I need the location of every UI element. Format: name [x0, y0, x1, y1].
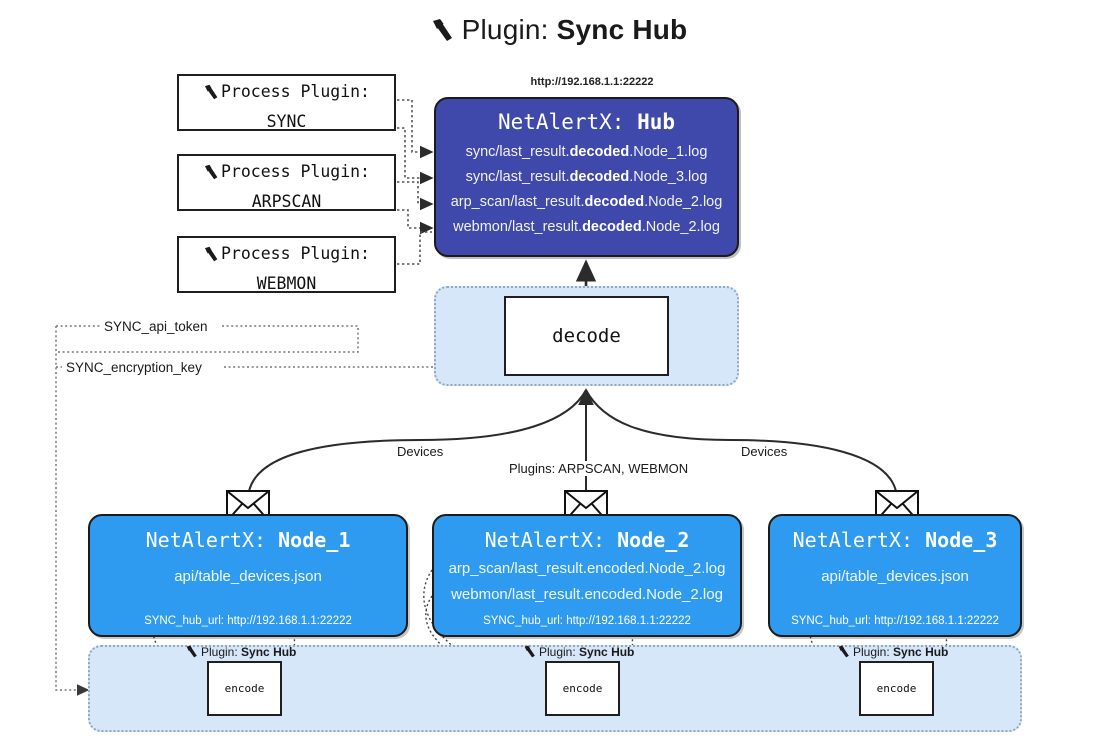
node-line: arp_scan/last_result.encoded.Node_2.log: [448, 560, 726, 577]
node-hub-url-label: SYNC_hub_url: http://192.168.1.1:22222: [791, 615, 999, 627]
hub-log-line: arp_scan/last_result.decoded.Node_2.log: [450, 194, 723, 210]
encoder-caption: Plugin: Sync Hub: [185, 645, 296, 661]
encode-box-node-2[interactable]: encode: [545, 661, 620, 716]
process-plugin-name: ARPSCAN: [251, 192, 322, 211]
hub-log-list: sync/last_result.decoded.Node_1.log sync…: [436, 140, 737, 240]
node-box-node-2[interactable]: NetAlertX: Node_2 arp_scan/last_result.e…: [432, 514, 742, 637]
sync-api-token-label: SYNC_api_token: [100, 319, 212, 334]
plug-icon: [203, 161, 220, 188]
plug-icon: [430, 17, 456, 49]
encoder-caption: Plugin: Sync Hub: [523, 645, 634, 661]
hub-log-line: webmon/last_result.decoded.Node_2.log: [453, 219, 720, 235]
title-name: Sync Hub: [556, 14, 688, 45]
page-title: Plugin: Sync Hub: [0, 14, 1117, 49]
edge-label-plugins: Plugins: ARPSCAN, WEBMON: [505, 461, 693, 476]
node-hub-url-label: SYNC_hub_url: http://192.168.1.1:22222: [483, 615, 691, 627]
node-line-list: arp_scan/last_result.encoded.Node_2.log …: [434, 556, 740, 608]
hub-title: NetAlertX: Hub: [436, 110, 737, 134]
node-hub-url-label: SYNC_hub_url: http://192.168.1.1:22222: [144, 615, 352, 627]
title-prefix: Plugin:: [461, 14, 549, 45]
decode-box[interactable]: decode: [504, 296, 669, 376]
hub-node[interactable]: NetAlertX: Hub sync/last_result.decoded.…: [434, 97, 739, 257]
process-plugin-label: Process Plugin:: [220, 162, 370, 181]
hub-log-line: sync/last_result.decoded.Node_1.log: [465, 144, 708, 160]
node-line: api/table_devices.json: [821, 568, 969, 585]
process-plugin-box-arpscan[interactable]: Process Plugin: ARPSCAN: [177, 154, 396, 211]
hub-url-label: http://192.168.1.1:22222: [530, 76, 654, 88]
node-box-node-3[interactable]: NetAlertX: Node_3 api/table_devices.json…: [768, 514, 1022, 637]
process-plugin-name: WEBMON: [256, 274, 317, 293]
node-line: webmon/last_result.encoded.Node_2.log: [451, 586, 723, 603]
node-box-node-1[interactable]: NetAlertX: Node_1 api/table_devices.json…: [88, 514, 408, 637]
node-line-list: api/table_devices.json: [770, 564, 1020, 590]
edge-label-devices-right: Devices: [737, 444, 792, 459]
plug-icon: [203, 81, 220, 108]
process-plugin-name: SYNC: [266, 112, 307, 131]
hub-title-name: Hub: [637, 110, 676, 134]
encode-box-node-1[interactable]: encode: [207, 661, 282, 716]
process-plugin-label: Process Plugin:: [220, 244, 370, 263]
plug-icon: [185, 645, 199, 661]
hub-log-line: sync/last_result.decoded.Node_3.log: [465, 169, 708, 185]
node-line-list: api/table_devices.json: [90, 564, 406, 590]
process-plugin-label: Process Plugin:: [220, 82, 370, 101]
edge-label-devices-left: Devices: [393, 444, 448, 459]
process-plugin-box-webmon[interactable]: Process Plugin: WEBMON: [177, 236, 396, 293]
plug-icon: [837, 645, 851, 661]
sync-encryption-key-label: SYNC_encryption_key: [62, 360, 206, 375]
plug-icon: [203, 243, 220, 270]
encoder-caption: Plugin: Sync Hub: [837, 645, 948, 661]
plug-icon: [523, 645, 537, 661]
node-title: NetAlertX: Node_1: [145, 528, 351, 552]
hub-title-prefix: NetAlertX:: [497, 110, 625, 134]
node-title: NetAlertX: Node_2: [484, 528, 690, 552]
node-line: api/table_devices.json: [174, 568, 322, 585]
node-title: NetAlertX: Node_3: [792, 528, 998, 552]
encode-box-node-3[interactable]: encode: [859, 661, 934, 716]
process-plugin-box-sync[interactable]: Process Plugin: SYNC: [177, 74, 396, 131]
